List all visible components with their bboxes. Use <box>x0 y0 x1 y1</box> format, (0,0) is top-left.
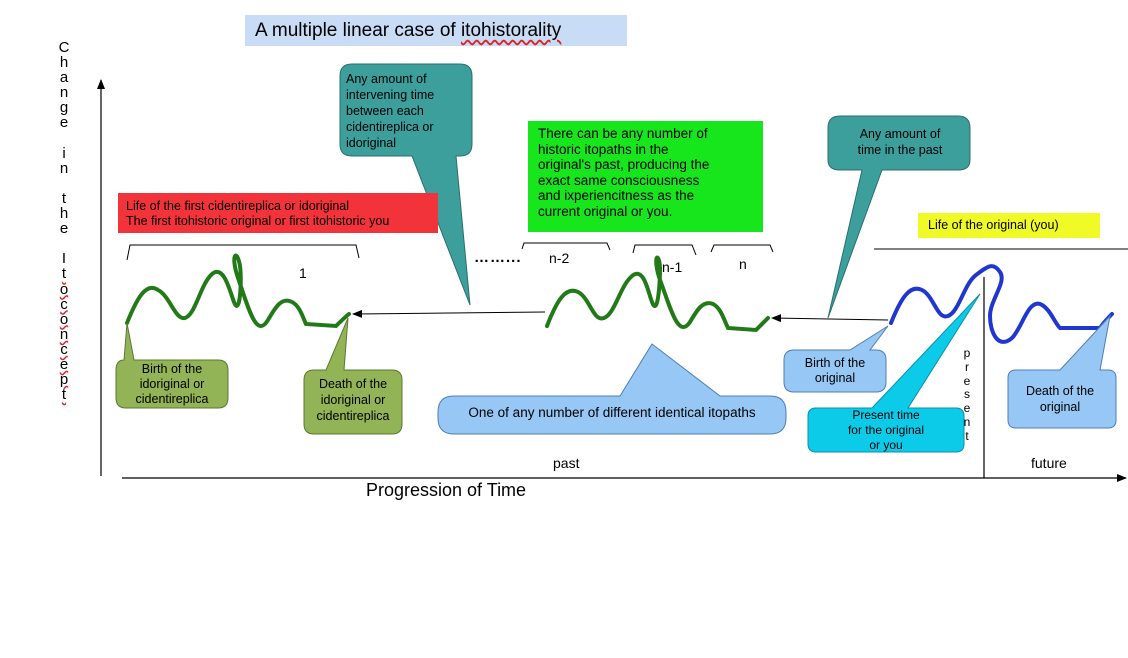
callout-identical: One of any number of different identical… <box>468 405 756 420</box>
callout-birth-first: Birth of the idoriginal or cidentireplic… <box>116 362 228 407</box>
first-life-line2: The first itohistoric original or first … <box>126 213 390 228</box>
title-keyword: itohistorality <box>460 20 562 41</box>
y-label-char: n <box>59 325 69 343</box>
present-char: e <box>963 401 971 416</box>
callout-birth-original: Birth of the original <box>784 356 886 386</box>
callout-line: original <box>814 371 856 385</box>
callout-death-original: Death of the original <box>1012 383 1108 415</box>
label-first: 1 <box>299 265 307 281</box>
y-label-char: g <box>59 99 69 117</box>
callout-line: idoriginal or <box>139 377 205 391</box>
callout-present-time: Present time for the original or you <box>808 408 964 453</box>
callout-line: intervening time <box>346 88 435 102</box>
callout-line: or you <box>869 438 903 452</box>
bracket-n2 <box>521 242 611 251</box>
y-label-char: I <box>61 250 67 268</box>
any-number-box: There can be any number of historic itop… <box>528 121 763 232</box>
y-label-char: a <box>59 69 69 87</box>
y-label-char: n <box>59 159 69 177</box>
y-label-char: c <box>60 295 68 313</box>
past-label: past <box>553 455 580 471</box>
callout-any-past-shape <box>827 115 971 319</box>
y-label-char: e <box>59 114 69 132</box>
y-label-char: h <box>59 54 69 72</box>
callout-line: cidentireplica <box>135 392 209 406</box>
label-n: n <box>739 256 747 272</box>
y-label-char: t <box>61 189 67 207</box>
present-char: s <box>964 387 970 402</box>
any-number-line: current original or you. <box>538 203 673 219</box>
callout-line: idoriginal <box>346 136 397 150</box>
callout-line: Any amount of <box>346 72 427 86</box>
callout-birth-first-shape <box>115 322 229 409</box>
callout-any-past: Any amount of time in the past <box>832 126 968 158</box>
present-char: e <box>963 373 971 388</box>
any-number-line: and ixperiencitness as the <box>538 188 695 203</box>
callout-line: Any amount of <box>859 127 941 141</box>
callout-line: Death of the <box>318 377 388 391</box>
y-label-char: t <box>61 265 67 283</box>
present-char: t <box>965 428 969 443</box>
itopath-first-curve <box>125 253 351 329</box>
label-n-minus-2: n-2 <box>549 250 570 266</box>
y-label-char: n <box>59 84 69 102</box>
callout-line: Death of the <box>1025 384 1095 398</box>
present-char: n <box>963 414 971 429</box>
callout-death-first: Death of the idoriginal or cidentireplic… <box>304 376 402 424</box>
y-label-char: o <box>59 280 69 298</box>
original-life-box: Life of the original (you) <box>918 213 1100 238</box>
future-label: future <box>1031 455 1067 471</box>
callout-death-original-shape <box>1007 314 1117 429</box>
diagram-title: A multiple linear case of itohistorality <box>245 15 627 46</box>
y-label-char: e <box>59 220 69 238</box>
itopath-original-curve <box>889 264 1114 344</box>
y-label-char: e <box>59 355 69 373</box>
label-n-minus-1: n-1 <box>662 259 683 275</box>
first-life-box: Life of the first cidentireplica or idor… <box>118 193 438 233</box>
present-char: p <box>963 346 971 360</box>
callout-line: original <box>1039 400 1081 414</box>
callout-death-first-shape <box>303 317 403 435</box>
y-label-char: p <box>59 371 69 389</box>
arrow-to-first <box>352 309 546 318</box>
bracket-n <box>710 244 774 253</box>
y-label-char: t <box>61 386 67 404</box>
callout-intervening: Any amount of intervening time between e… <box>346 71 466 151</box>
y-label-char: C <box>58 39 70 56</box>
arrow-to-middle <box>771 314 889 323</box>
callout-birth-original-shape <box>783 325 889 393</box>
callout-present-time-shape <box>807 293 981 453</box>
callout-line: for the original <box>847 423 925 437</box>
present-char: r <box>965 359 969 374</box>
itopath-middle-curve <box>545 255 770 333</box>
bracket-first <box>126 244 360 261</box>
x-axis-label: Progression of Time <box>366 480 527 500</box>
bracket-n1 <box>632 244 697 256</box>
y-label-char: o <box>59 310 69 328</box>
title-prefix: A multiple linear case of <box>255 20 461 41</box>
callout-line: Birth of the <box>141 362 203 376</box>
callout-identical-shape <box>437 343 787 435</box>
y-label-char: h <box>59 205 69 223</box>
present-label: p r e s e n t <box>959 346 975 444</box>
callout-line: idoriginal or <box>320 393 386 407</box>
any-number-line: exact same consciousness <box>538 172 700 188</box>
first-life-line1: Life of the first cidentireplica or idor… <box>126 199 350 213</box>
callout-line: cidentireplica or <box>346 120 434 134</box>
any-number-line: historic itopaths in the <box>538 141 669 157</box>
callout-intervening-shape <box>339 63 473 306</box>
ellipsis-dots: ……... <box>474 249 522 266</box>
callout-line: Birth of the <box>804 356 866 370</box>
callout-line: between each <box>346 104 424 118</box>
y-axis-label: C h a n g e i n t h e I t o c o n c e p … <box>52 40 76 402</box>
y-label-char: i <box>62 144 66 162</box>
y-label-char: c <box>60 340 68 358</box>
callout-line: time in the past <box>857 143 943 157</box>
any-number-line: original's past, producing the <box>538 157 710 172</box>
callout-line: cidentireplica <box>316 409 390 423</box>
any-number-line: There can be any number of <box>538 126 708 141</box>
callout-line: Present time <box>852 408 920 422</box>
